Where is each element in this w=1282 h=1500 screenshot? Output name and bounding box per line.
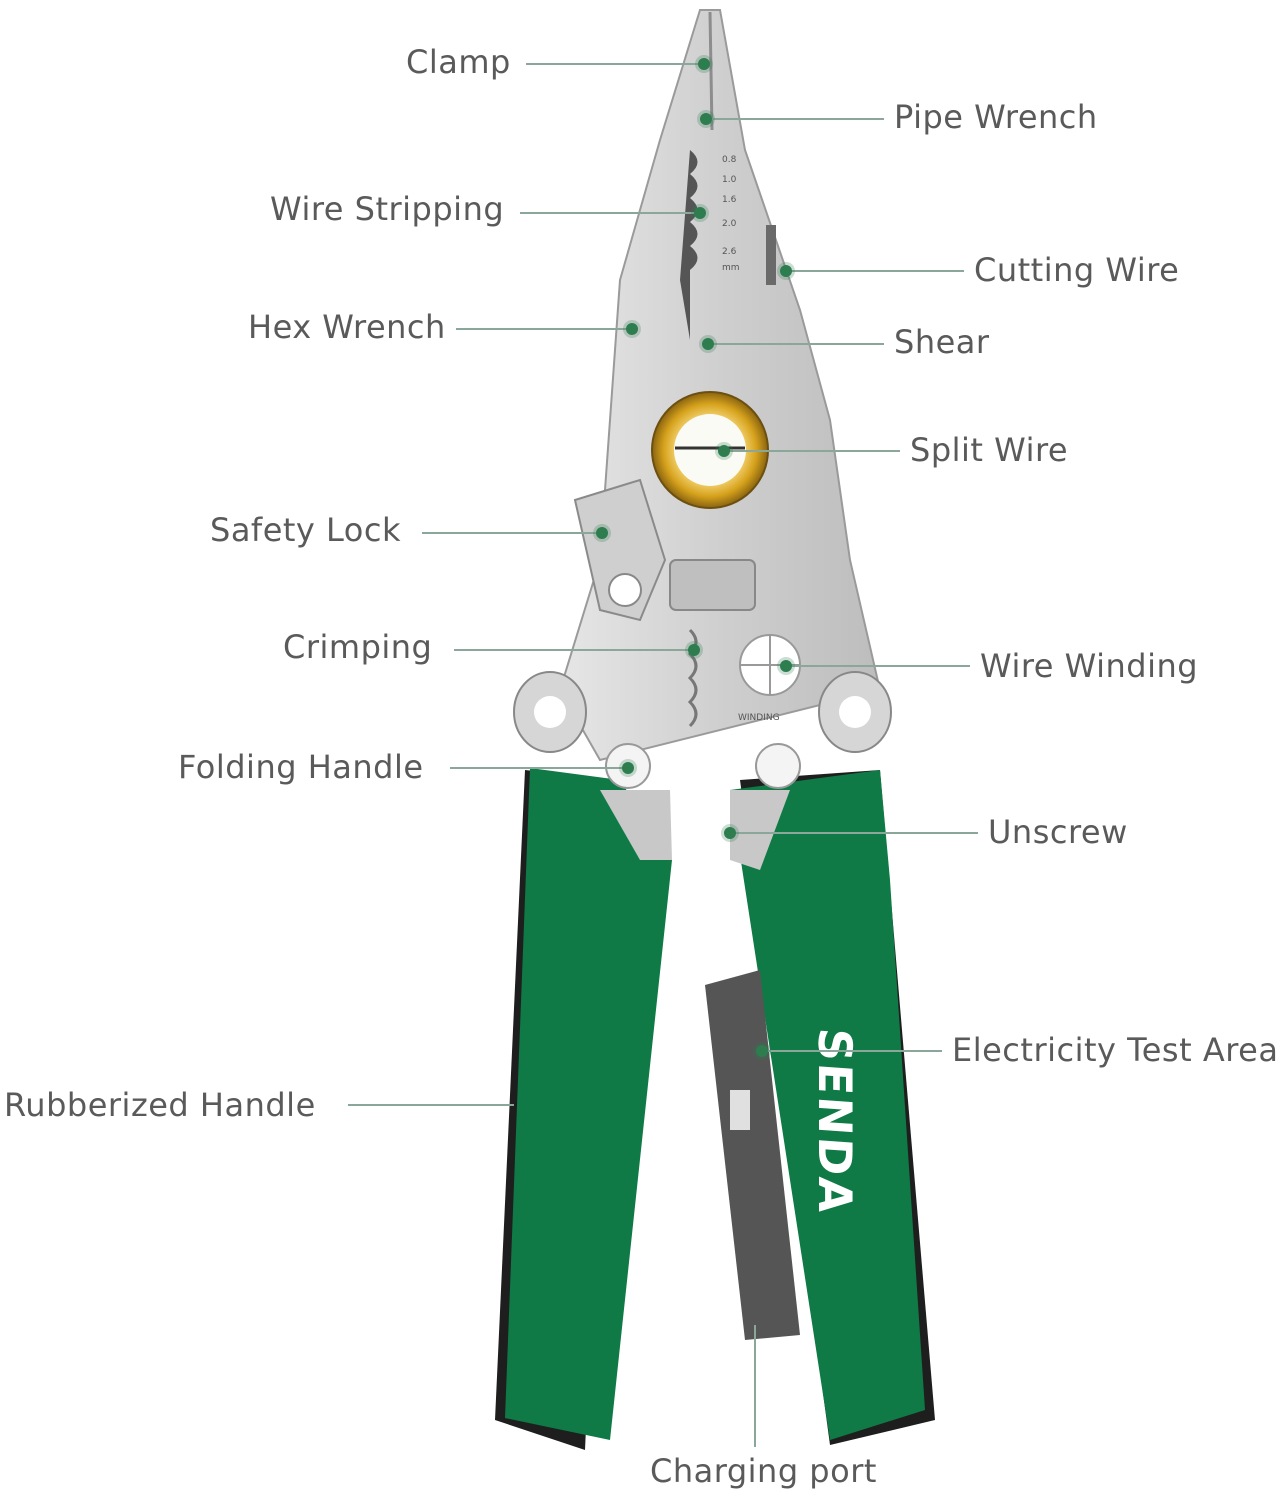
tester-window <box>705 970 800 1340</box>
label-safety-lock: Safety Lock <box>210 511 401 549</box>
label-charging-port: Charging port <box>650 1452 877 1490</box>
left-handle <box>505 768 672 1440</box>
marker-safety-lock <box>596 527 608 539</box>
label-rubberized-handle: Rubberized Handle <box>4 1086 316 1124</box>
leader-cutting-wire <box>786 270 964 272</box>
leader-folding-handle <box>450 767 628 769</box>
marker-electricity-test-area <box>756 1045 768 1057</box>
label-pipe-wrench: Pipe Wrench <box>894 98 1098 136</box>
leader-wire-stripping <box>520 212 700 214</box>
safety-lock-lever <box>573 478 667 622</box>
leader-rubberized-handle <box>348 1104 514 1106</box>
leader-shear <box>708 343 884 345</box>
svg-text:mm: mm <box>722 263 740 273</box>
label-folding-handle: Folding Handle <box>178 748 424 786</box>
label-wire-winding: Wire Winding <box>980 647 1199 685</box>
marker-shear <box>702 338 714 350</box>
marker-wire-stripping <box>694 207 706 219</box>
leader-unscrew <box>730 832 978 834</box>
marker-wire-winding <box>780 660 792 672</box>
svg-text:0.8: 0.8 <box>722 155 737 165</box>
marker-cutting-wire <box>780 265 792 277</box>
leader-pipe-wrench <box>706 118 884 120</box>
label-wire-stripping: Wire Stripping <box>270 190 505 228</box>
plier-head <box>558 9 882 762</box>
marker-split-wire <box>718 445 730 457</box>
label-unscrew: Unscrew <box>988 813 1128 851</box>
marker-unscrew <box>724 827 736 839</box>
leader-crimping <box>454 649 694 651</box>
marker-pipe-wrench <box>700 113 712 125</box>
label-split-wire: Split Wire <box>910 431 1069 469</box>
label-shear: Shear <box>894 323 990 361</box>
svg-text:2.0: 2.0 <box>722 219 737 229</box>
leader-charging-port <box>754 1325 756 1447</box>
right-handle <box>730 770 925 1440</box>
label-clamp: Clamp <box>406 43 511 81</box>
brand-logo: SENDA <box>808 1026 862 1217</box>
marker-clamp <box>698 58 710 70</box>
leader-clamp <box>526 63 704 65</box>
svg-text:1.6: 1.6 <box>722 195 737 205</box>
label-crimping: Crimping <box>283 628 433 666</box>
svg-text:1.0: 1.0 <box>722 175 737 185</box>
label-hex-wrench: Hex Wrench <box>248 308 446 346</box>
marker-folding-handle <box>622 762 634 774</box>
marker-crimping <box>688 644 700 656</box>
leader-split-wire <box>724 450 900 452</box>
leader-safety-lock <box>422 532 602 534</box>
label-electricity-test-area: Electricity Test Area <box>952 1031 1279 1069</box>
svg-text:2.6: 2.6 <box>722 247 737 257</box>
winding-marking: WINDING <box>738 713 780 723</box>
label-cutting-wire: Cutting Wire <box>974 251 1180 289</box>
leader-hex-wrench <box>456 328 632 330</box>
leader-wire-winding <box>786 665 970 667</box>
marker-hex-wrench <box>626 323 638 335</box>
leader-electricity-test-area <box>762 1050 942 1052</box>
